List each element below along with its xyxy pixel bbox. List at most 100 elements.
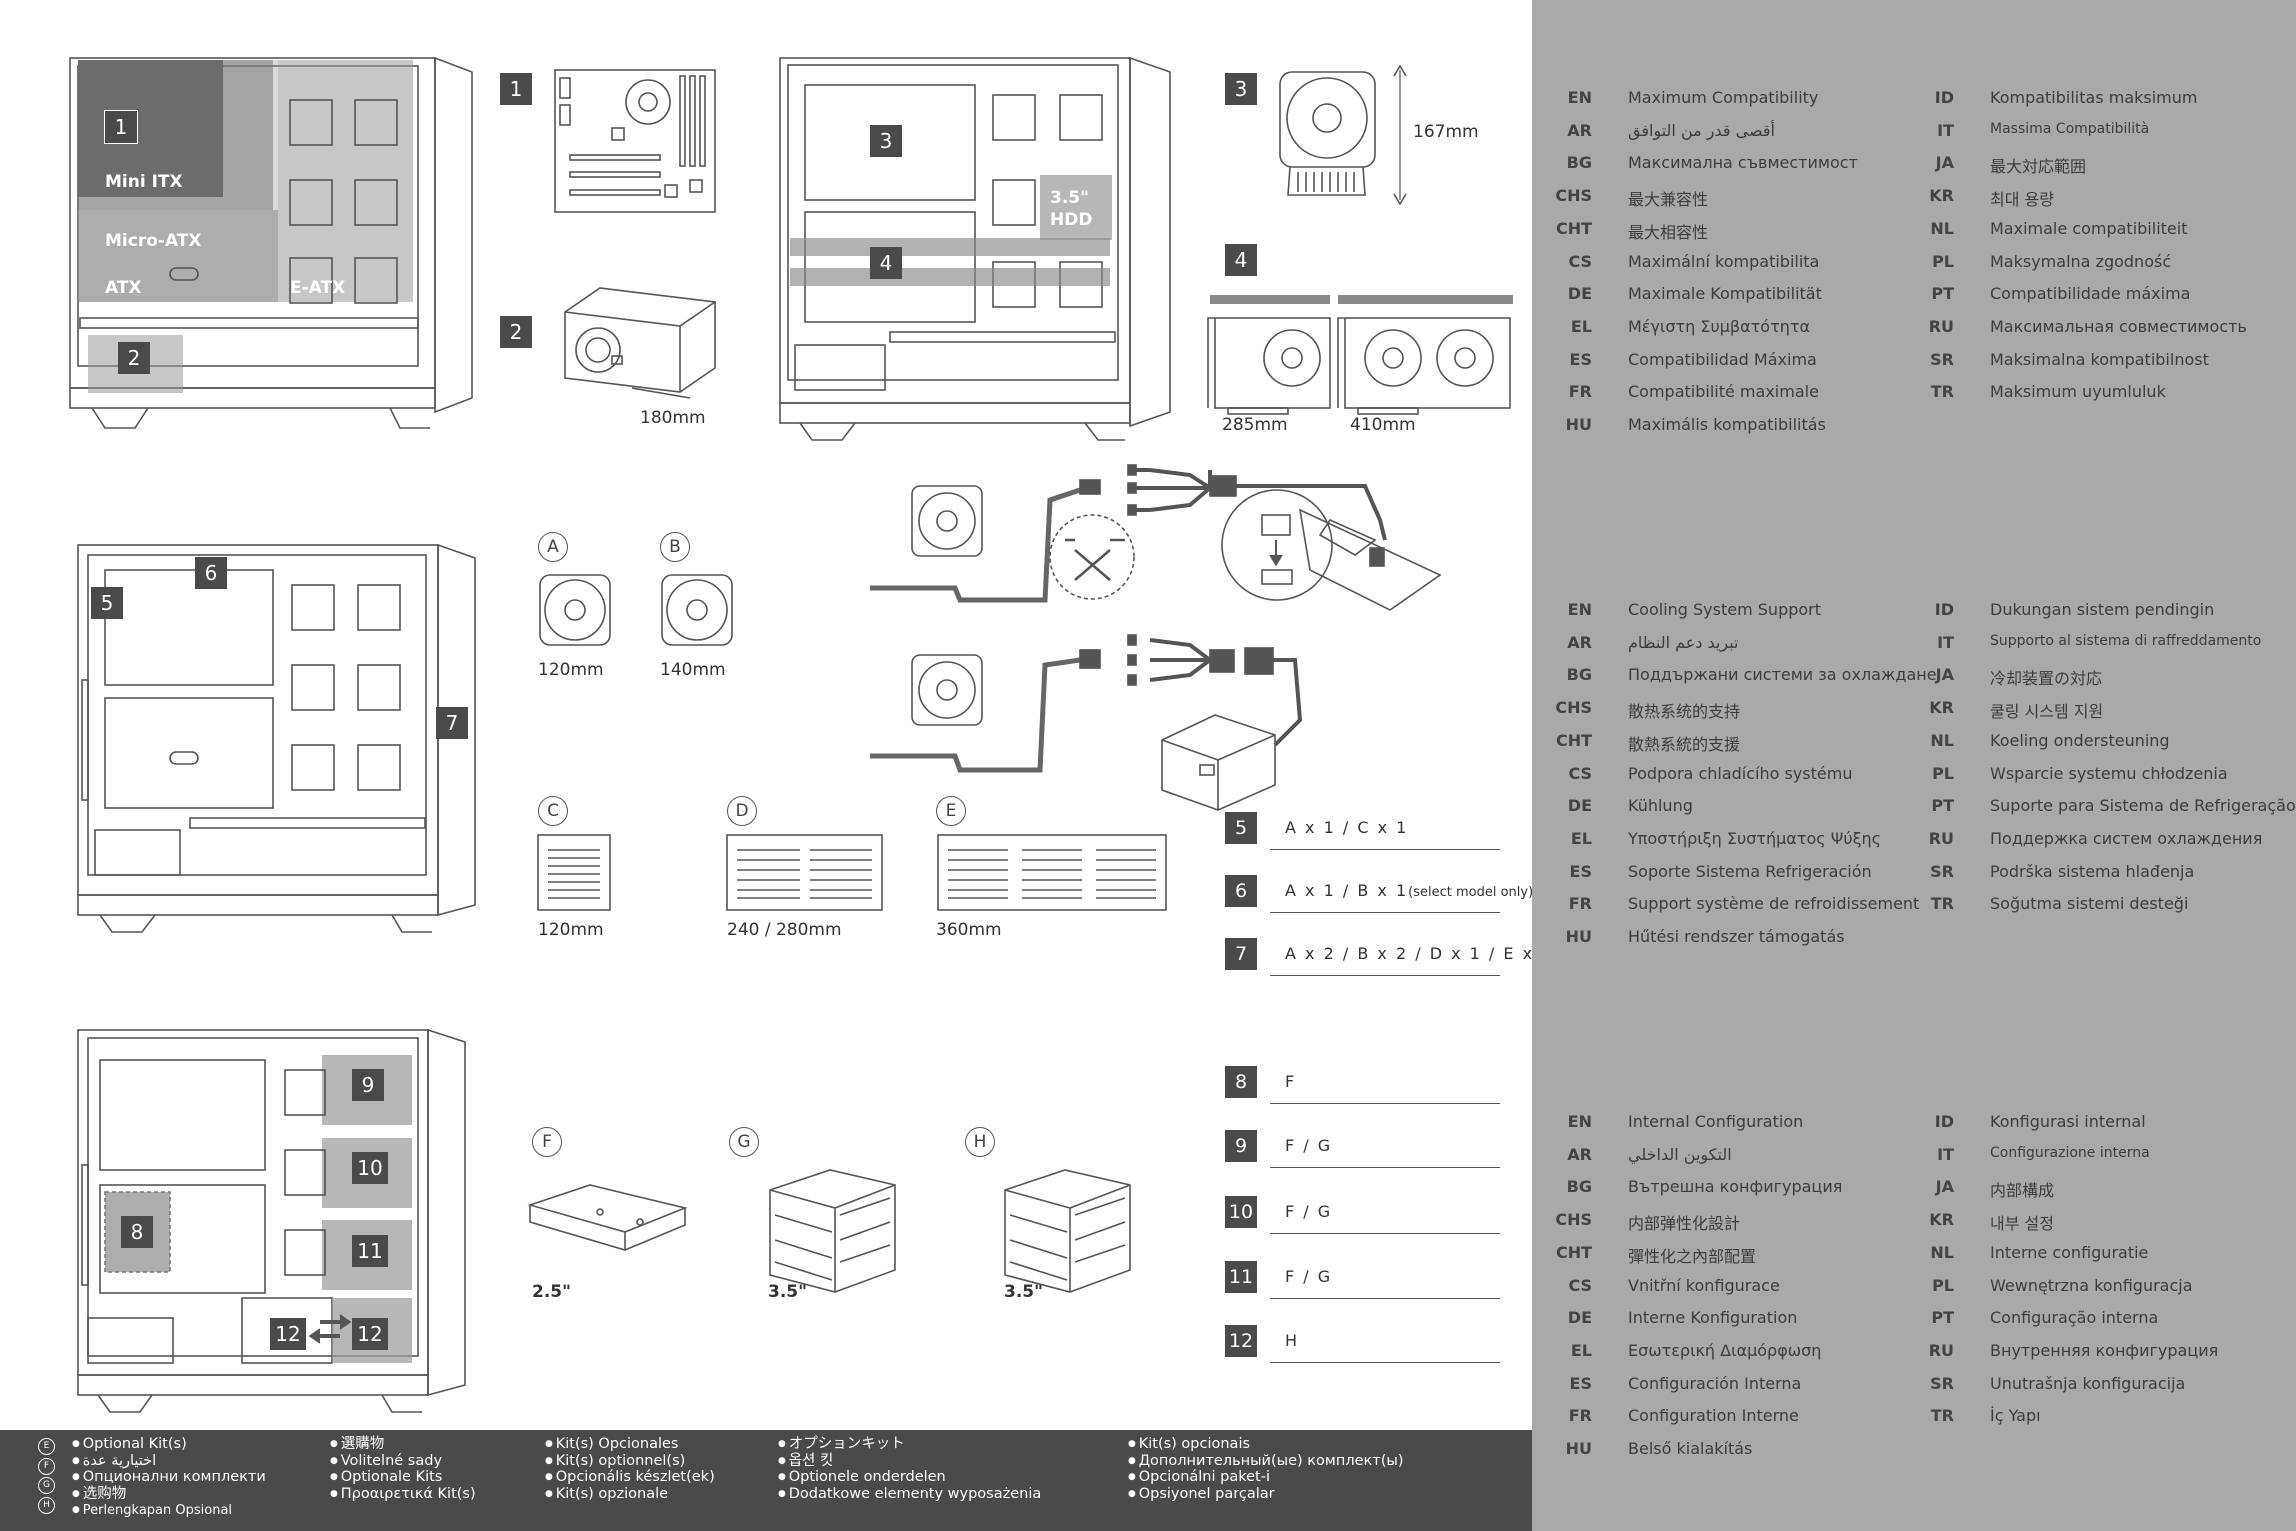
language-code: ES (1569, 349, 1592, 369)
translation-row-de: DE Kühlung (1532, 796, 1693, 816)
translation-row-pl: PL Wsparcie systemu chłodzenia (1894, 763, 2228, 783)
language-code: HU (1565, 415, 1592, 434)
language-code: ES (1569, 1373, 1592, 1393)
language-code: KR (1929, 1210, 1954, 1230)
hdd-size-label: 3.5" (1050, 188, 1089, 208)
language-code: PL (1932, 763, 1954, 783)
translation-text: Koeling ondersteuning (1990, 730, 2170, 750)
translation-text: Suporte para Sistema de Refrigeração (1990, 796, 2296, 816)
translation-text: Podpora chladícího systému (1628, 763, 1853, 783)
language-code: ES (1569, 861, 1592, 881)
translation-text: Εσωτερική Διαμόρφωση (1628, 1340, 1822, 1360)
diagram-artwork (69, 56, 1513, 1413)
translation-text: Supporto al sistema di raffreddamento (1990, 632, 2262, 649)
translation-text: Wewnętrzna konfiguracja (1990, 1275, 2193, 1295)
eatx-label: E-ATX (290, 278, 346, 298)
language-code: BG (1566, 153, 1592, 173)
translation-row-pl: PL Maksymalna zgodność (1894, 251, 2171, 271)
translation-text: İç Yapı (1990, 1406, 2041, 1426)
language-code: CS (1568, 763, 1592, 783)
translation-text: أقصى قدر من التوافق (1628, 120, 1775, 140)
option-g-marker: G (729, 1127, 759, 1157)
translation-text: 최대 용량 (1990, 190, 2054, 210)
drive-g-size-label: 3.5" (768, 1282, 807, 1302)
step-10-badge: 10 (352, 1152, 388, 1184)
language-code: BG (1566, 1177, 1592, 1197)
footer-col-5: Kit(s) opcionaisДополнительный(ые) компл… (1128, 1436, 1404, 1502)
language-code: FR (1568, 382, 1592, 402)
translation-text: Kühlung (1628, 796, 1693, 816)
fan-cable-motherboard-diagram (870, 464, 1442, 611)
language-code: EL (1570, 1340, 1592, 1360)
translation-text: 内部弹性化設計 (1628, 1214, 1741, 1234)
translation-text: 最大相容性 (1628, 222, 1709, 242)
translation-row-el: EL Εσωτερική Διαμόρφωση (1532, 1340, 1822, 1360)
option-h-marker: H (965, 1127, 995, 1157)
language-code: HU (1565, 927, 1592, 946)
translation-text: Wsparcie systemu chłodzenia (1990, 763, 2228, 783)
radiator-options-illustration (537, 834, 1167, 911)
micro-atx-label: Micro-ATX (105, 231, 202, 251)
language-code: CHT (1555, 730, 1592, 750)
translation-text: Unutrašnja konfiguracija (1990, 1373, 2186, 1393)
language-code: AR (1567, 632, 1592, 652)
step-11-badge: 11 (352, 1235, 388, 1267)
translation-text: Interne configuratie (1990, 1242, 2149, 1262)
translation-text: Interne Konfiguration (1628, 1308, 1798, 1328)
language-code: CHS (1555, 186, 1592, 206)
language-code: EL (1570, 828, 1592, 848)
translation-text: Maksymalna zgodność (1990, 251, 2172, 271)
language-code: KR (1929, 186, 1954, 206)
translation-text: 散熱系統的支援 (1628, 734, 1741, 754)
translation-text: Maximális kompatibilitás (1628, 415, 1826, 434)
option-f-marker: F (532, 1127, 562, 1157)
case-cooling-support (77, 543, 476, 933)
language-code: DE (1567, 796, 1592, 816)
translation-text: Μέγιστη Συμβατότητα (1628, 316, 1811, 336)
case-motherboard-support (69, 56, 473, 429)
option-e-marker: E (936, 796, 966, 826)
footer-col-4: オプションキット옵션 킷Optionele onderdelenDodatkow… (778, 1436, 1042, 1502)
step-3-cooler-badge: 3 (1225, 73, 1257, 105)
translation-text: 最大対応範囲 (1990, 157, 2087, 177)
step-7-badge: 7 (436, 707, 468, 739)
language-code: RU (1928, 1340, 1954, 1360)
fan-a-size-label: 120mm (538, 660, 604, 680)
language-code: PL (1932, 1275, 1954, 1295)
translation-text: Вътрешна конфигурация (1628, 1177, 1843, 1197)
translation-text: Soporte Sistema Refrigeración (1628, 861, 1872, 881)
language-code: DE (1567, 284, 1592, 304)
step-2-badge: 2 (118, 342, 150, 374)
translation-text: Maximale compatibiliteit (1990, 218, 2188, 238)
translation-row-bg: BG Вътрешна конфигурация (1532, 1177, 1843, 1197)
diagram-panel: 1 Mini ITX Micro-ATX ATX E-ATX 2 1 2 180… (0, 0, 1532, 1531)
translation-text: تبريد دعم النظام (1628, 632, 1739, 652)
language-code: CHS (1555, 698, 1592, 718)
step-8-badge: 8 (121, 1216, 153, 1248)
option-d-marker: D (727, 796, 757, 826)
step-12-right-badge: 12 (352, 1318, 388, 1350)
translation-text: Soğutma sistemi desteği (1990, 894, 2189, 914)
language-code: PL (1932, 251, 1954, 271)
language-code: AR (1567, 120, 1592, 140)
translation-text: Maksimum uyumluluk (1990, 382, 2166, 402)
